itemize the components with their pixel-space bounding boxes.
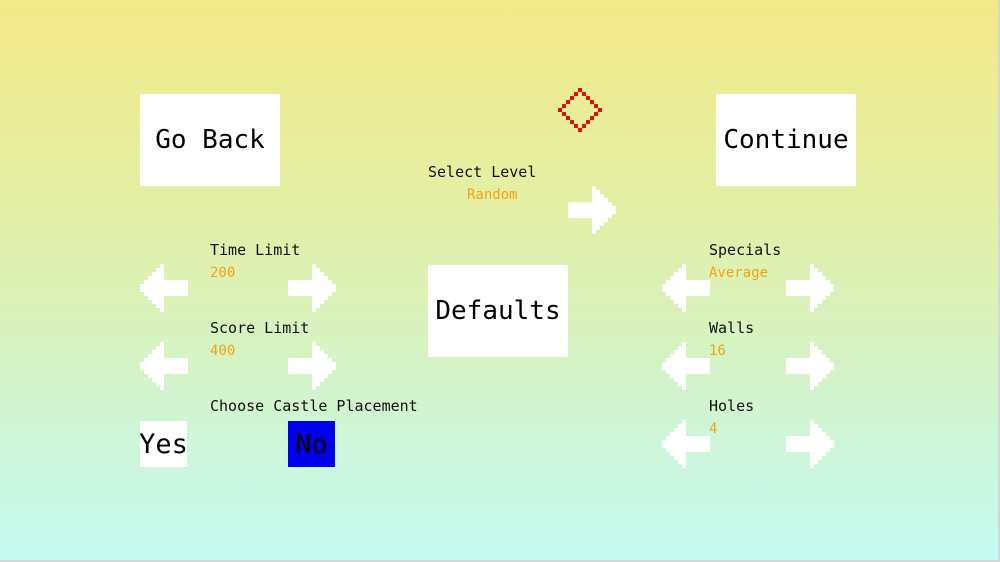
level-next-arrow-icon[interactable] [568, 186, 616, 234]
walls-label: Walls [709, 319, 755, 337]
continue-button[interactable]: Continue [716, 94, 856, 186]
walls-value: 16 [709, 343, 726, 359]
window-bottom-edge [0, 560, 1000, 562]
holes-next-arrow-icon[interactable] [786, 420, 834, 468]
score-limit-value: 400 [210, 343, 236, 359]
specials-value: Average [709, 265, 769, 281]
holes-label: Holes [709, 397, 755, 415]
walls-prev-arrow-icon[interactable] [662, 342, 710, 390]
go-back-button[interactable]: Go Back [140, 94, 280, 186]
time-limit-prev-arrow-icon[interactable] [140, 264, 188, 312]
specials-next-arrow-icon[interactable] [786, 264, 834, 312]
holes-prev-arrow-icon[interactable] [662, 420, 710, 468]
castle-placement-label: Choose Castle Placement [210, 397, 418, 415]
defaults-button[interactable]: Defaults [428, 265, 568, 357]
specials-prev-arrow-icon[interactable] [662, 264, 710, 312]
score-limit-label: Score Limit [210, 319, 310, 337]
walls-next-arrow-icon[interactable] [786, 342, 834, 390]
time-limit-value: 200 [210, 265, 236, 281]
time-limit-next-arrow-icon[interactable] [288, 264, 336, 312]
score-limit-prev-arrow-icon[interactable] [140, 342, 188, 390]
score-limit-next-arrow-icon[interactable] [288, 342, 336, 390]
specials-label: Specials [709, 241, 782, 259]
holes-value: 4 [709, 421, 718, 437]
yes-button[interactable]: Yes [139, 421, 188, 467]
level-value: Random [467, 187, 518, 203]
window-right-edge [998, 0, 1000, 562]
time-limit-label: Time Limit [210, 241, 301, 259]
diamond-cursor-icon [558, 88, 602, 132]
no-button[interactable]: No [288, 421, 335, 467]
select-level-label: Select Level [428, 163, 537, 181]
